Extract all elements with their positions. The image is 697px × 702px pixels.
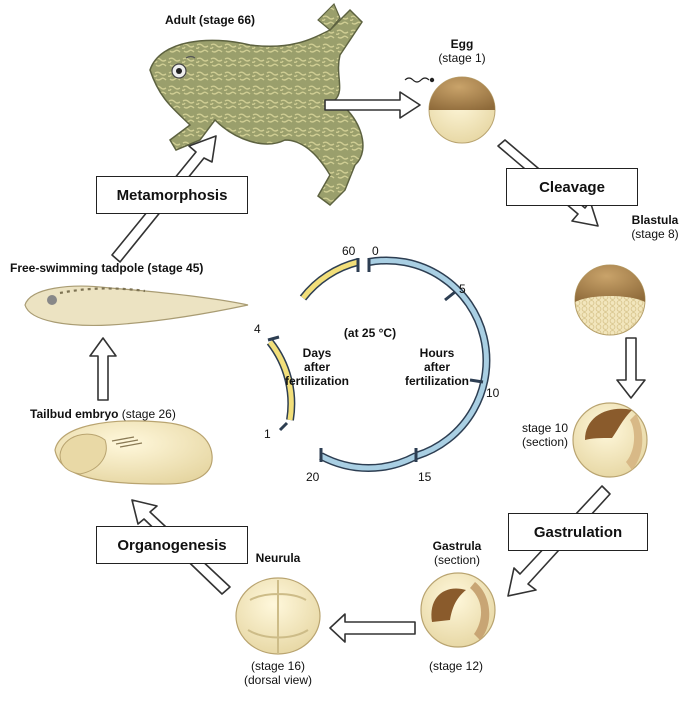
hours-tick-15: 15 bbox=[418, 470, 432, 484]
temperature-note: (at 25 °C) bbox=[343, 326, 397, 340]
organogenesis-label: Organogenesis bbox=[117, 536, 227, 554]
tailbud-embryo-illustration bbox=[54, 420, 213, 485]
gastrula-section-illustration bbox=[420, 572, 496, 648]
hours-caption-line1: Hours bbox=[419, 346, 455, 360]
stage10-line2: (section) bbox=[521, 434, 568, 449]
hours-caption-line2: after bbox=[423, 360, 450, 375]
tadpole-stage: (stage 45) bbox=[147, 261, 204, 275]
days-tick-4: 4 bbox=[254, 322, 261, 336]
neurula-stage: (stage 16) bbox=[250, 659, 306, 673]
organogenesis-box: Organogenesis bbox=[96, 526, 248, 564]
hours-tick-5: 5 bbox=[459, 282, 466, 296]
gastrula-section: (section) bbox=[433, 552, 480, 567]
gastrulation-box: Gastrulation bbox=[508, 513, 648, 551]
tailbud-label: Tailbud embryo (stage 26) bbox=[30, 407, 176, 422]
tadpole-illustration bbox=[24, 285, 249, 326]
metamorphosis-label: Metamorphosis bbox=[116, 186, 228, 204]
neurula-illustration bbox=[235, 577, 321, 655]
tadpole-name: Free-swimming tadpole bbox=[10, 261, 145, 275]
hours-caption-line3: fertilization bbox=[404, 374, 469, 389]
metamorphosis-box: Metamorphosis bbox=[96, 176, 248, 214]
stage10-line1: stage 10 bbox=[521, 421, 569, 435]
blastula-label: Blastula (stage 8) bbox=[620, 213, 690, 242]
blastula-stage: (stage 8) bbox=[631, 226, 679, 241]
days-tick-1: 1 bbox=[264, 427, 271, 441]
blastula-illustration bbox=[574, 264, 646, 336]
egg-stage: (stage 1) bbox=[438, 50, 486, 65]
hours-tick-20: 20 bbox=[306, 470, 320, 484]
cleavage-label: Cleavage bbox=[539, 178, 605, 196]
gastrula-stage: (stage 12) bbox=[428, 659, 484, 673]
gastrula-name: Gastrula bbox=[432, 539, 482, 553]
sperm-icon bbox=[404, 77, 435, 83]
egg-illustration bbox=[428, 76, 496, 144]
tailbud-name: Tailbud embryo bbox=[30, 407, 119, 421]
neurula-label: (stage 16) (dorsal view) bbox=[232, 659, 324, 688]
gastrulation-label: Gastrulation bbox=[533, 523, 623, 541]
tadpole-label: Free-swimming tadpole (stage 45) bbox=[10, 261, 204, 276]
blastula-name: Blastula bbox=[631, 213, 679, 227]
days-caption-line2: after bbox=[303, 360, 330, 375]
stage10-section-illustration bbox=[572, 402, 648, 478]
neurula-name: Neurula bbox=[255, 551, 301, 565]
days-caption-line3: fertilization bbox=[285, 374, 350, 389]
cleavage-box: Cleavage bbox=[506, 168, 638, 206]
adult-label: Adult (stage 66) bbox=[165, 13, 256, 28]
hours-tick-0: 0 bbox=[372, 244, 379, 258]
days-tick-60: 60 bbox=[342, 244, 356, 258]
days-caption-line1: Days bbox=[302, 346, 332, 360]
neurula-view: (dorsal view) bbox=[243, 672, 312, 687]
adult-name: Adult bbox=[165, 13, 196, 27]
stage10-label: stage 10 (section) bbox=[512, 421, 578, 450]
adult-frog-illustration bbox=[149, 2, 364, 206]
development-clock bbox=[266, 256, 491, 472]
gastrula-label: Gastrula (section) bbox=[422, 539, 492, 568]
egg-label: Egg (stage 1) bbox=[432, 37, 492, 66]
egg-name: Egg bbox=[450, 37, 474, 51]
tailbud-stage: (stage 26) bbox=[121, 407, 176, 421]
hours-caption: Hours after fertilization bbox=[398, 346, 476, 388]
adult-stage: (stage 66) bbox=[199, 13, 256, 27]
hours-tick-10: 10 bbox=[486, 386, 500, 400]
days-caption: Days after fertilization bbox=[285, 346, 349, 388]
